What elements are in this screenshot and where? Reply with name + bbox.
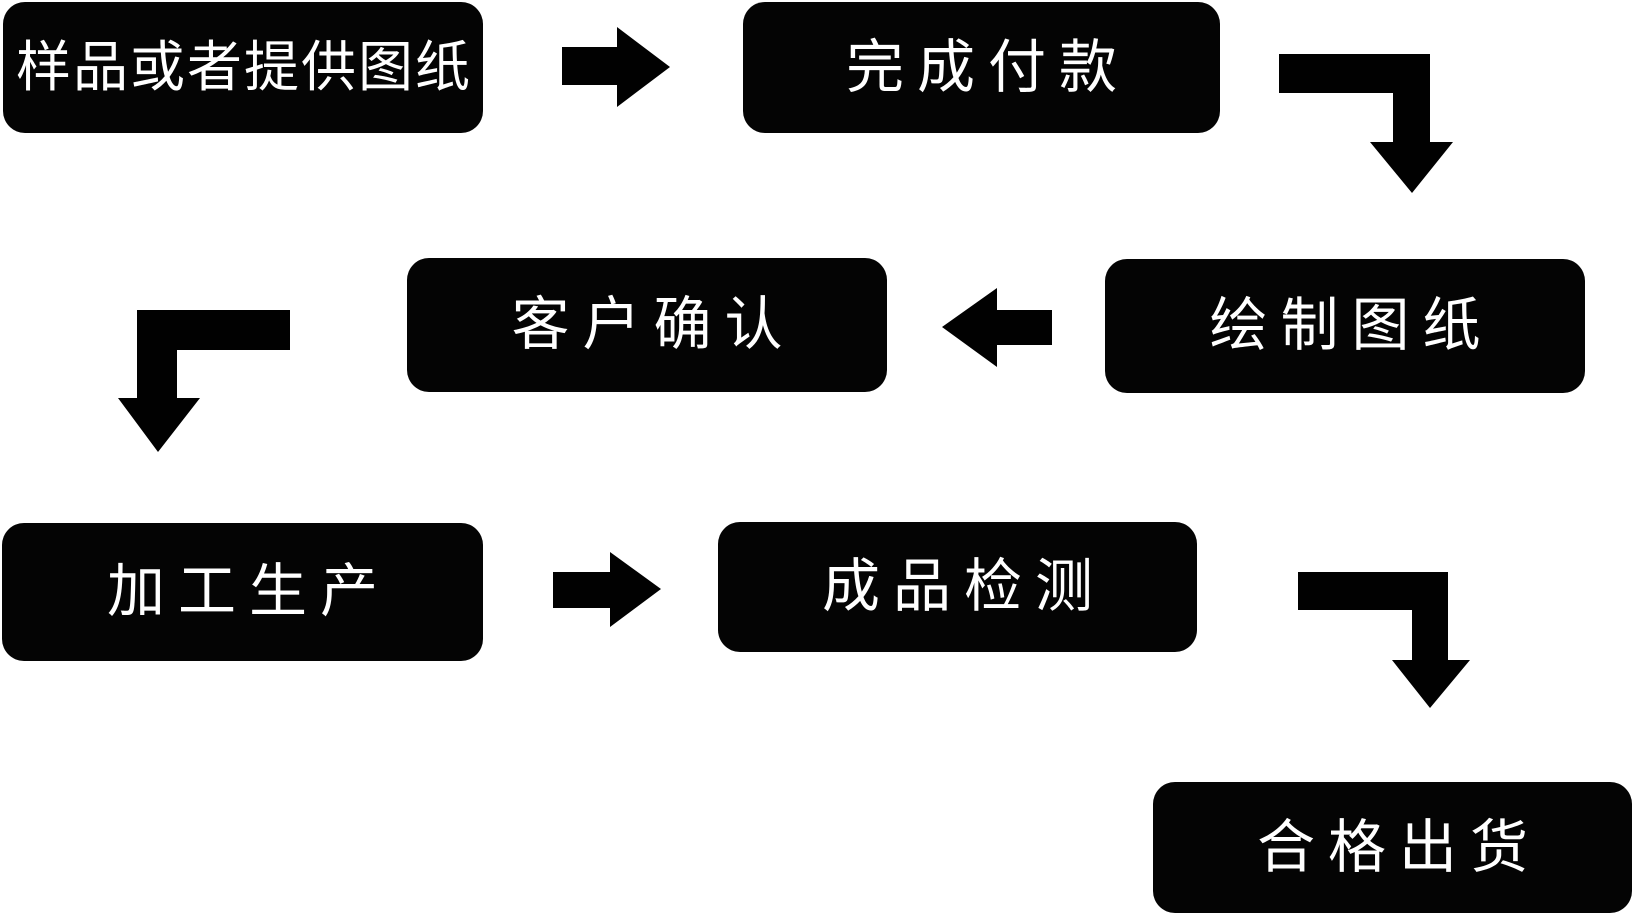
node-label: 合格出货 bbox=[1256, 814, 1541, 880]
arrow-right-step5-to-step6 bbox=[553, 552, 661, 627]
arrow-right-step1-to-step2 bbox=[562, 27, 670, 107]
node-label: 绘制图纸 bbox=[1209, 293, 1494, 358]
node-sample-or-provide-drawing: 样品或者提供图纸 bbox=[3, 2, 483, 133]
node-label: 客户确认 bbox=[511, 292, 796, 357]
node-customer-confirmation: 客户确认 bbox=[407, 258, 887, 392]
node-finished-product-inspection: 成品检测 bbox=[718, 522, 1197, 652]
arrow-left-step3-to-step4 bbox=[942, 288, 1052, 367]
node-label: 成品检测 bbox=[821, 554, 1106, 619]
arrow-elbow-down-step4-to-step5 bbox=[118, 310, 290, 452]
node-label: 样品或者提供图纸 bbox=[15, 36, 472, 98]
node-label: 加工生产 bbox=[106, 559, 391, 624]
node-qualified-shipment: 合格出货 bbox=[1153, 782, 1632, 913]
node-processing-production: 加工生产 bbox=[2, 523, 483, 661]
arrow-elbow-down-step6-to-step7 bbox=[1298, 572, 1470, 708]
node-complete-payment: 完成付款 bbox=[743, 2, 1220, 133]
node-draw-drawings: 绘制图纸 bbox=[1105, 259, 1585, 393]
node-label: 完成付款 bbox=[845, 34, 1130, 100]
arrow-elbow-down-step2-to-step3 bbox=[1279, 54, 1453, 193]
